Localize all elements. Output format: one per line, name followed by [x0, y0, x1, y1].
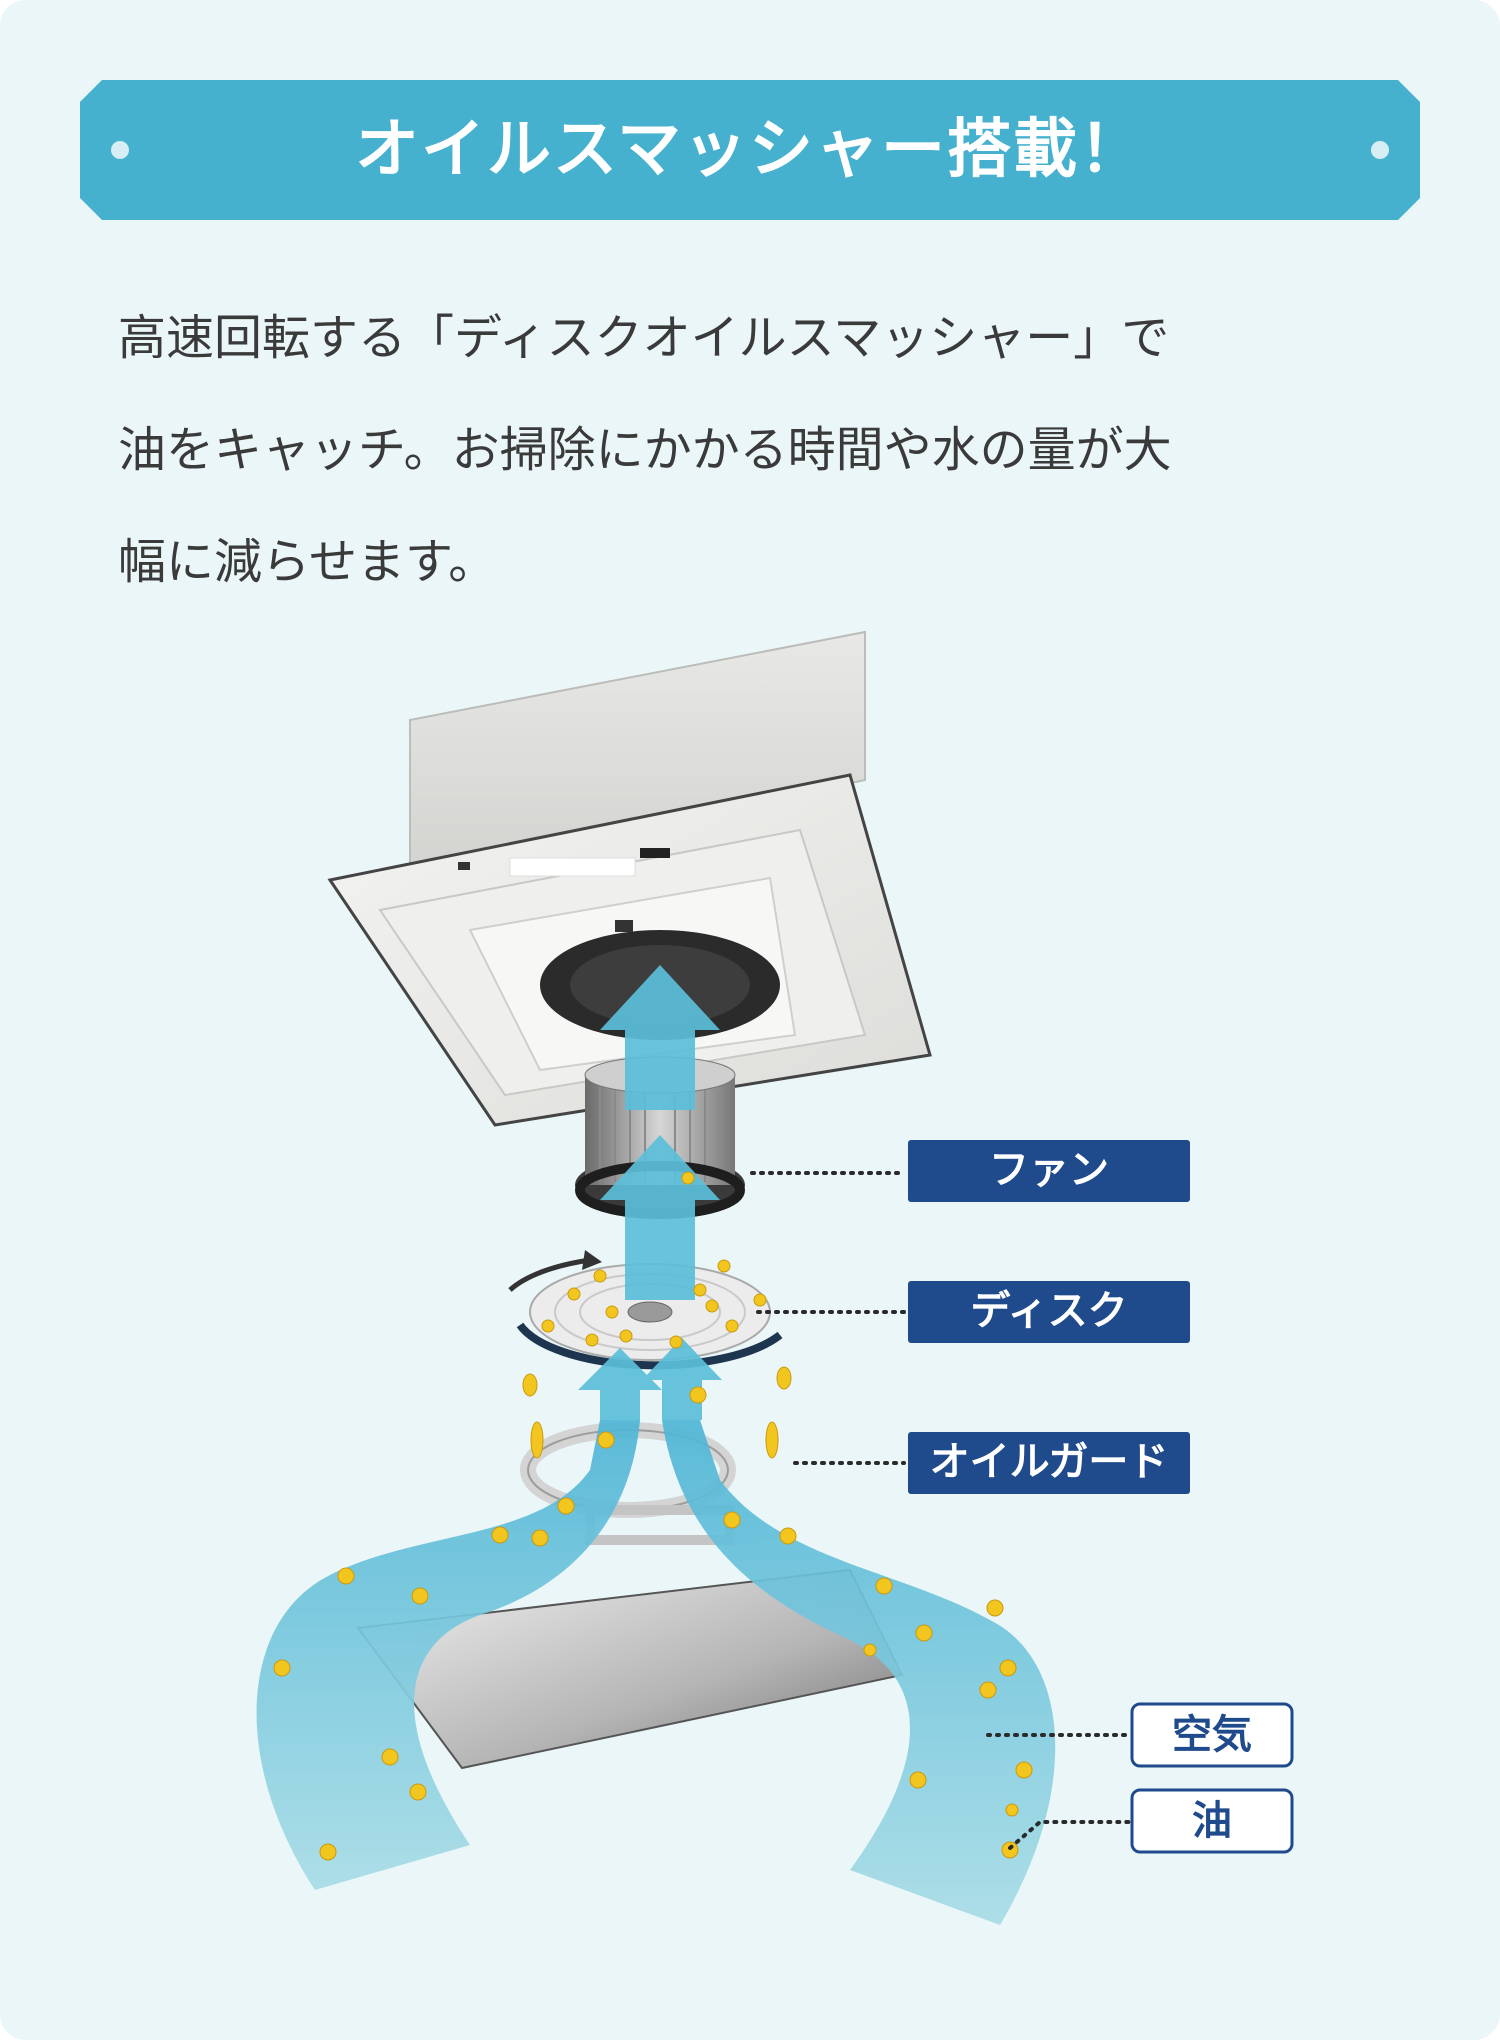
- description: 高速回転する「ディスクオイルスマッシャー」で 油をキャッチ。お掃除にかかる時間や…: [118, 282, 1398, 618]
- range-hood-diagram: ファン ディスク オイルガード 空気 油: [256, 630, 1294, 1925]
- leader-lines: [750, 1171, 1132, 1850]
- range-hood: [327, 630, 932, 1127]
- label-oil-guard-text: オイルガード: [930, 1439, 1169, 1485]
- legend-air-text: 空気: [1172, 1712, 1252, 1758]
- label-fan-text: ファン: [989, 1147, 1109, 1193]
- label-disk-text: ディスク: [970, 1288, 1127, 1334]
- label-oil-guard: オイルガード: [908, 1432, 1190, 1494]
- label-fan: ファン: [908, 1140, 1190, 1202]
- oil-droplets: [273, 1171, 1033, 1861]
- banner-shape: [80, 80, 1420, 220]
- rotation-arrow-back: [508, 1257, 591, 1292]
- rotation-arrow-front: [516, 1322, 783, 1370]
- banner-dot-right: [1371, 141, 1389, 159]
- legend-air: 空気: [1130, 1702, 1294, 1768]
- air-stream-right: [662, 1420, 1056, 1925]
- description-line-1: 高速回転する「ディスクオイルスマッシャー」で: [118, 310, 1170, 366]
- label-disk: ディスク: [908, 1281, 1190, 1343]
- banner-dot-left: [111, 141, 129, 159]
- banner-title: オイルスマッシャー搭載！: [354, 113, 1146, 187]
- legend-oil-text: 油: [1192, 1798, 1232, 1844]
- description-line-3: 幅に減らせます。: [118, 534, 497, 590]
- legend-oil: 油: [1130, 1788, 1294, 1854]
- title-banner: オイルスマッシャー搭載！: [80, 80, 1420, 220]
- description-line-2: 油をキャッチ。お掃除にかかる時間や水の量が大: [118, 422, 1172, 478]
